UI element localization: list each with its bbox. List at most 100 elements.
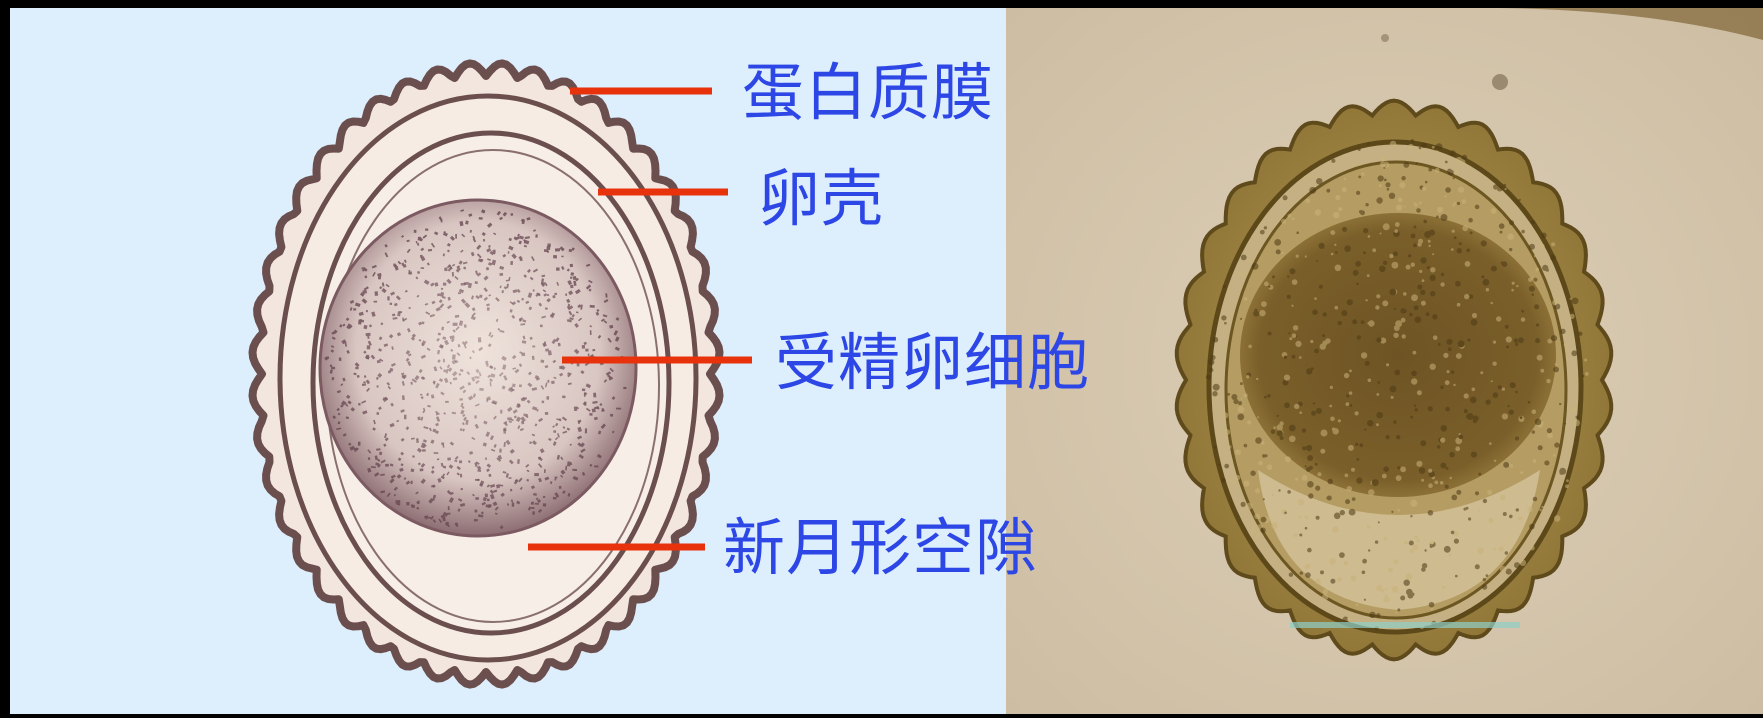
texture-dot xyxy=(1315,463,1318,466)
texture-dot xyxy=(1327,479,1333,485)
texture-dot xyxy=(1515,391,1518,394)
texture-dot xyxy=(1365,299,1367,301)
granule xyxy=(492,250,495,253)
texture-dot xyxy=(1411,593,1415,597)
texture-dot xyxy=(1440,481,1444,485)
texture-dot xyxy=(1505,325,1509,329)
texture-dot xyxy=(1471,319,1478,326)
texture-dot xyxy=(1551,335,1557,341)
texture-dot xyxy=(1441,273,1444,276)
texture-dot xyxy=(1326,189,1330,193)
texture-dot xyxy=(1306,564,1310,568)
texture-dot xyxy=(1376,393,1379,396)
texture-dot xyxy=(1347,486,1352,491)
texture-dot xyxy=(1259,310,1265,316)
texture-dot xyxy=(1299,516,1302,519)
texture-dot xyxy=(1383,145,1385,147)
texture-dot xyxy=(1289,337,1292,340)
texture-dot xyxy=(1289,436,1296,443)
texture-dot xyxy=(1295,478,1298,481)
texture-dot xyxy=(1428,245,1430,247)
granule xyxy=(610,414,613,417)
texture-dot xyxy=(1292,333,1297,338)
texture-dot xyxy=(1386,363,1389,366)
texture-dot xyxy=(1218,464,1220,466)
texture-dot xyxy=(1238,406,1245,413)
texture-dot xyxy=(1299,411,1302,414)
texture-dot xyxy=(1531,220,1535,224)
granule xyxy=(547,246,551,250)
texture-dot xyxy=(1358,176,1361,179)
texture-dot xyxy=(1361,320,1365,324)
texture-dot xyxy=(1361,172,1364,175)
texture-dot xyxy=(1368,549,1370,551)
texture-dot xyxy=(1544,460,1549,465)
texture-dot xyxy=(1288,214,1292,218)
texture-dot xyxy=(1499,546,1504,551)
texture-dot xyxy=(1362,559,1367,564)
granule xyxy=(366,333,371,336)
texture-dot xyxy=(1419,147,1422,150)
texture-dot xyxy=(1369,612,1375,618)
texture-dot xyxy=(1320,449,1325,454)
texture-dot xyxy=(1466,507,1469,510)
texture-dot xyxy=(1478,509,1480,511)
texture-dot xyxy=(1287,275,1289,277)
granule xyxy=(517,459,520,464)
texture-dot xyxy=(1375,305,1379,309)
texture-dot xyxy=(1398,198,1403,203)
texture-dot xyxy=(1514,562,1520,568)
texture-dot xyxy=(1289,425,1296,432)
texture-dot xyxy=(1570,308,1574,312)
granule xyxy=(420,255,423,258)
granule xyxy=(590,305,595,308)
texture-dot xyxy=(1404,541,1408,545)
texture-dot xyxy=(1477,547,1484,554)
texture-dot xyxy=(1304,176,1309,181)
granule xyxy=(561,256,563,258)
texture-dot xyxy=(1444,195,1446,197)
texture-dot xyxy=(1329,405,1332,408)
texture-dot xyxy=(1251,249,1254,252)
granule xyxy=(445,401,449,403)
texture-dot xyxy=(1305,199,1310,204)
granule xyxy=(421,267,424,269)
texture-dot xyxy=(1450,150,1456,156)
texture-dot xyxy=(1400,466,1406,472)
texture-dot xyxy=(1430,607,1433,610)
texture-dot xyxy=(1411,371,1417,377)
granule xyxy=(570,264,574,268)
texture-dot xyxy=(1456,353,1462,359)
texture-dot xyxy=(1229,477,1234,482)
texture-dot xyxy=(1547,428,1552,433)
texture-dot xyxy=(1512,282,1515,285)
texture-dot xyxy=(1375,540,1378,543)
texture-dot xyxy=(1348,445,1354,451)
texture-dot xyxy=(1316,178,1323,185)
texture-dot xyxy=(1292,355,1296,359)
texture-dot xyxy=(1539,244,1545,250)
texture-dot xyxy=(1278,489,1280,491)
granule xyxy=(417,416,420,420)
granule xyxy=(570,277,572,279)
texture-dot xyxy=(1273,426,1276,429)
granule xyxy=(455,234,457,239)
granule xyxy=(443,466,446,469)
texture-dot xyxy=(1355,261,1361,267)
texture-dot xyxy=(1428,240,1431,243)
texture-dot xyxy=(1470,231,1473,234)
granule xyxy=(593,393,596,398)
granule xyxy=(533,289,535,291)
texture-dot xyxy=(1365,361,1370,366)
texture-dot xyxy=(1416,162,1418,164)
texture-dot xyxy=(1288,332,1290,334)
texture-dot xyxy=(1408,144,1414,150)
texture-dot xyxy=(1335,265,1342,272)
texture-dot xyxy=(1296,231,1299,234)
texture-dot xyxy=(1528,401,1531,404)
texture-dot xyxy=(1299,534,1302,537)
texture-dot xyxy=(1559,403,1561,405)
texture-dot xyxy=(1233,399,1238,404)
texture-dot xyxy=(1291,305,1293,307)
texture-dot xyxy=(1501,261,1504,264)
